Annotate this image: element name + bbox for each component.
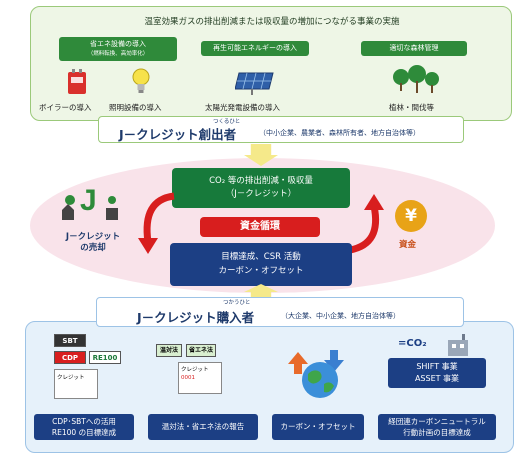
sbt-tag: SBT	[54, 334, 86, 347]
keidanren-button: 経団連カーボンニュートラル 行動計画の目標達成	[378, 414, 496, 440]
emission-reduction-box: CO₂ 等の排出削減・吸収量 （J－クレジット）	[172, 168, 350, 208]
boiler-icon	[67, 69, 87, 95]
yen-coin-icon: ¥	[395, 200, 427, 232]
energy-saving-label-line1: 省エネ設備の導入	[90, 40, 146, 48]
left-cycle-arrow	[134, 190, 182, 260]
j-credit-sale-line1: J－クレジット	[65, 232, 121, 242]
shift-asset-box: SHIFT 事業 ASSET 事業	[388, 358, 486, 388]
j-letter: J	[80, 184, 97, 217]
cdp-tag: CDP	[54, 351, 86, 364]
creator-title: J－クレジット創出者	[119, 127, 237, 142]
shoene-tag: 省エネ法	[186, 344, 216, 357]
renewable-label: 再生可能エネルギーの導入	[201, 41, 309, 56]
creator-parenthetical: （中小企業、農業者、森林所有者、地方自治体等）	[259, 129, 420, 137]
emission-line1: CO₂ 等の排出削減・吸収量	[209, 176, 313, 186]
creator-down-arrow	[244, 144, 278, 166]
trees-icon	[391, 65, 441, 97]
cdp-sbt-line2: RE100 の目標達成	[51, 428, 117, 437]
shift-line: SHIFT 事業	[416, 362, 458, 371]
j-credit-sale-label: J－クレジット の売却	[60, 232, 126, 254]
asset-line: ASSET 事業	[414, 374, 460, 383]
forest-caption: 植林・間伐等	[389, 103, 434, 112]
solar-panel-icon	[234, 67, 277, 95]
buyer-ruby: つかうひと	[223, 300, 251, 306]
emission-line2: （J－クレジット）	[225, 189, 297, 199]
creator-ruby: つくるひと	[213, 119, 241, 125]
implementation-panel: 温室効果ガスの排出削減または吸収量の増加につながる事業の実施 省エネ設備の導入 …	[30, 6, 512, 121]
j-credit-sale-line2: の売却	[80, 243, 106, 253]
goal-achievement-box: 目標達成、CSR 活動 カーボン・オフセット	[170, 243, 352, 286]
ontai-tag: 温対法	[156, 344, 182, 357]
buyer-up-arrow	[244, 284, 278, 300]
credit-cert-number: 0001	[181, 375, 195, 381]
implementation-title: 温室効果ガスの排出削減または吸収量の増加につながる事業の実施	[144, 17, 400, 27]
buyer-parenthetical: （大企業、中小企業、地方自治体等）	[281, 312, 400, 320]
credit-cert-label: クレジット	[181, 367, 209, 373]
buyer-bar: つかうひと J－クレジット購入者 （大企業、中小企業、地方自治体等）	[96, 297, 464, 327]
cdp-sbt-line1: CDP･SBTへの活用	[52, 417, 116, 426]
buyer-title: J－クレジット購入者	[137, 310, 255, 325]
energy-saving-label-line2: （燃料転換、高効率化）	[87, 51, 149, 57]
energy-saving-label: 省エネ設備の導入 （燃料転換、高効率化）	[59, 37, 177, 61]
co2-label: =CO₂	[398, 338, 427, 349]
fund-cycle-label: 資金循環	[200, 217, 320, 237]
boiler-caption: ボイラーの導入	[39, 103, 92, 112]
keidanren-line2: 行動計画の目標達成	[403, 428, 471, 437]
globe-offset-icon	[278, 342, 358, 400]
credit-cert-icon: クレジット 0001	[178, 362, 222, 394]
creator-bar: つくるひと J－クレジット創出者 （中小企業、農業者、森林所有者、地方自治体等）	[98, 116, 464, 143]
j-credit-icon	[62, 190, 120, 230]
credit-doc-icon: クレジット	[54, 369, 98, 399]
goal-line1: 目標達成、CSR 活動	[221, 252, 301, 262]
factory-icon	[446, 334, 470, 356]
carbon-offset-button: カーボン・オフセット	[272, 414, 364, 440]
re100-tag: RE100	[89, 351, 121, 364]
keidanren-line1: 経団連カーボンニュートラル	[388, 417, 486, 426]
goal-line2: カーボン・オフセット	[218, 266, 304, 276]
funds-label: 資金	[399, 240, 417, 250]
law-report-button: 温対法・省エネ法の報告	[148, 414, 258, 440]
right-cycle-arrow	[340, 188, 388, 258]
light-bulb-icon	[131, 67, 151, 95]
cdp-sbt-button: CDP･SBTへの活用 RE100 の目標達成	[34, 414, 134, 440]
lighting-caption: 照明設備の導入	[109, 103, 162, 112]
solar-caption: 太陽光発電設備の導入	[205, 103, 280, 112]
forest-label: 適切な森林管理	[361, 41, 467, 56]
buyer-usage-panel: SBT CDP RE100 クレジット 温対法 省エネ法 クレジット 0001 …	[25, 321, 514, 453]
